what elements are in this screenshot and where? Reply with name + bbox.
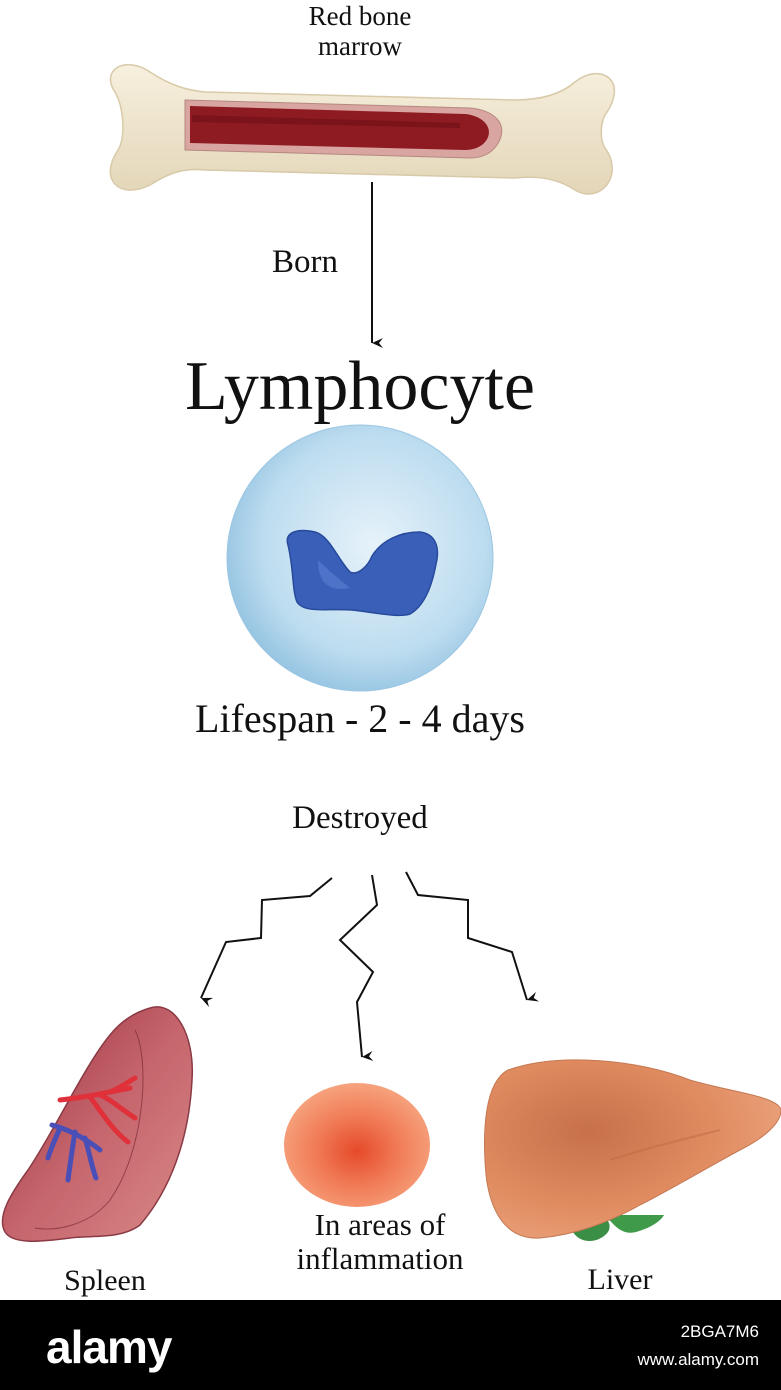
spleen-icon <box>1 1006 194 1242</box>
destroyed-label: Destroyed <box>292 800 428 836</box>
arrow-to-spleen <box>200 877 333 1008</box>
bone-label: Red bone marrow <box>308 1 412 61</box>
inflammation-label: In areas of inflammation <box>296 1207 464 1277</box>
alamy-logo: alamy <box>46 1321 172 1373</box>
arrow-to-inflammation <box>338 874 379 1061</box>
lifespan-label: Lifespan - 2 - 4 days <box>195 696 525 741</box>
born-label: Born <box>272 244 338 280</box>
liver-icon <box>484 1059 781 1242</box>
spleen-label: Spleen <box>64 1264 146 1297</box>
image-id: 2BGA7M6 <box>680 1322 759 1341</box>
liver-label: Liver <box>587 1263 653 1296</box>
site-url[interactable]: www.alamy.com <box>637 1350 759 1369</box>
footer-banner: alamy 2BGA7M6 www.alamy.com <box>0 1300 781 1390</box>
lymphocyte-cell-icon <box>226 424 494 692</box>
diagram-canvas <box>1 63 781 1242</box>
cell-title: Lymphocyte <box>185 348 535 425</box>
inflammation-icon <box>284 1083 430 1207</box>
arrow-to-liver <box>405 871 539 1002</box>
bone-icon <box>109 63 616 195</box>
